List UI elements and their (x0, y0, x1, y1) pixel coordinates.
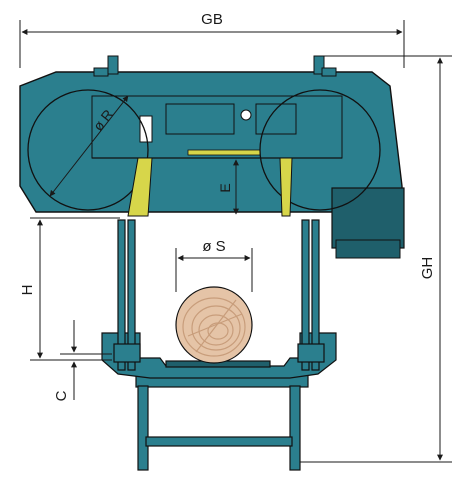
label-c: C (53, 390, 70, 401)
log (175, 286, 253, 364)
band-wheel-right (259, 89, 381, 211)
label-e: E (217, 183, 233, 192)
vertical-columns (113, 219, 325, 371)
band-wheel-left (27, 89, 149, 211)
dimension-e: E (217, 159, 239, 215)
label-h: H (19, 285, 36, 296)
dimension-c: C (53, 320, 112, 401)
label-gh: GH (419, 257, 436, 280)
blade-guide-left (127, 157, 153, 217)
dimension-s: ø S (175, 238, 253, 292)
label-gb: GB (201, 11, 223, 28)
dimension-h: H (19, 217, 120, 361)
label-s: ø S (202, 238, 225, 255)
base-frame (135, 370, 309, 471)
saw-head (19, 55, 405, 259)
dimension-gh: GH (300, 55, 452, 463)
blade-guide-right (279, 157, 293, 217)
motor (331, 187, 405, 249)
dimension-gb: GB (19, 11, 405, 68)
